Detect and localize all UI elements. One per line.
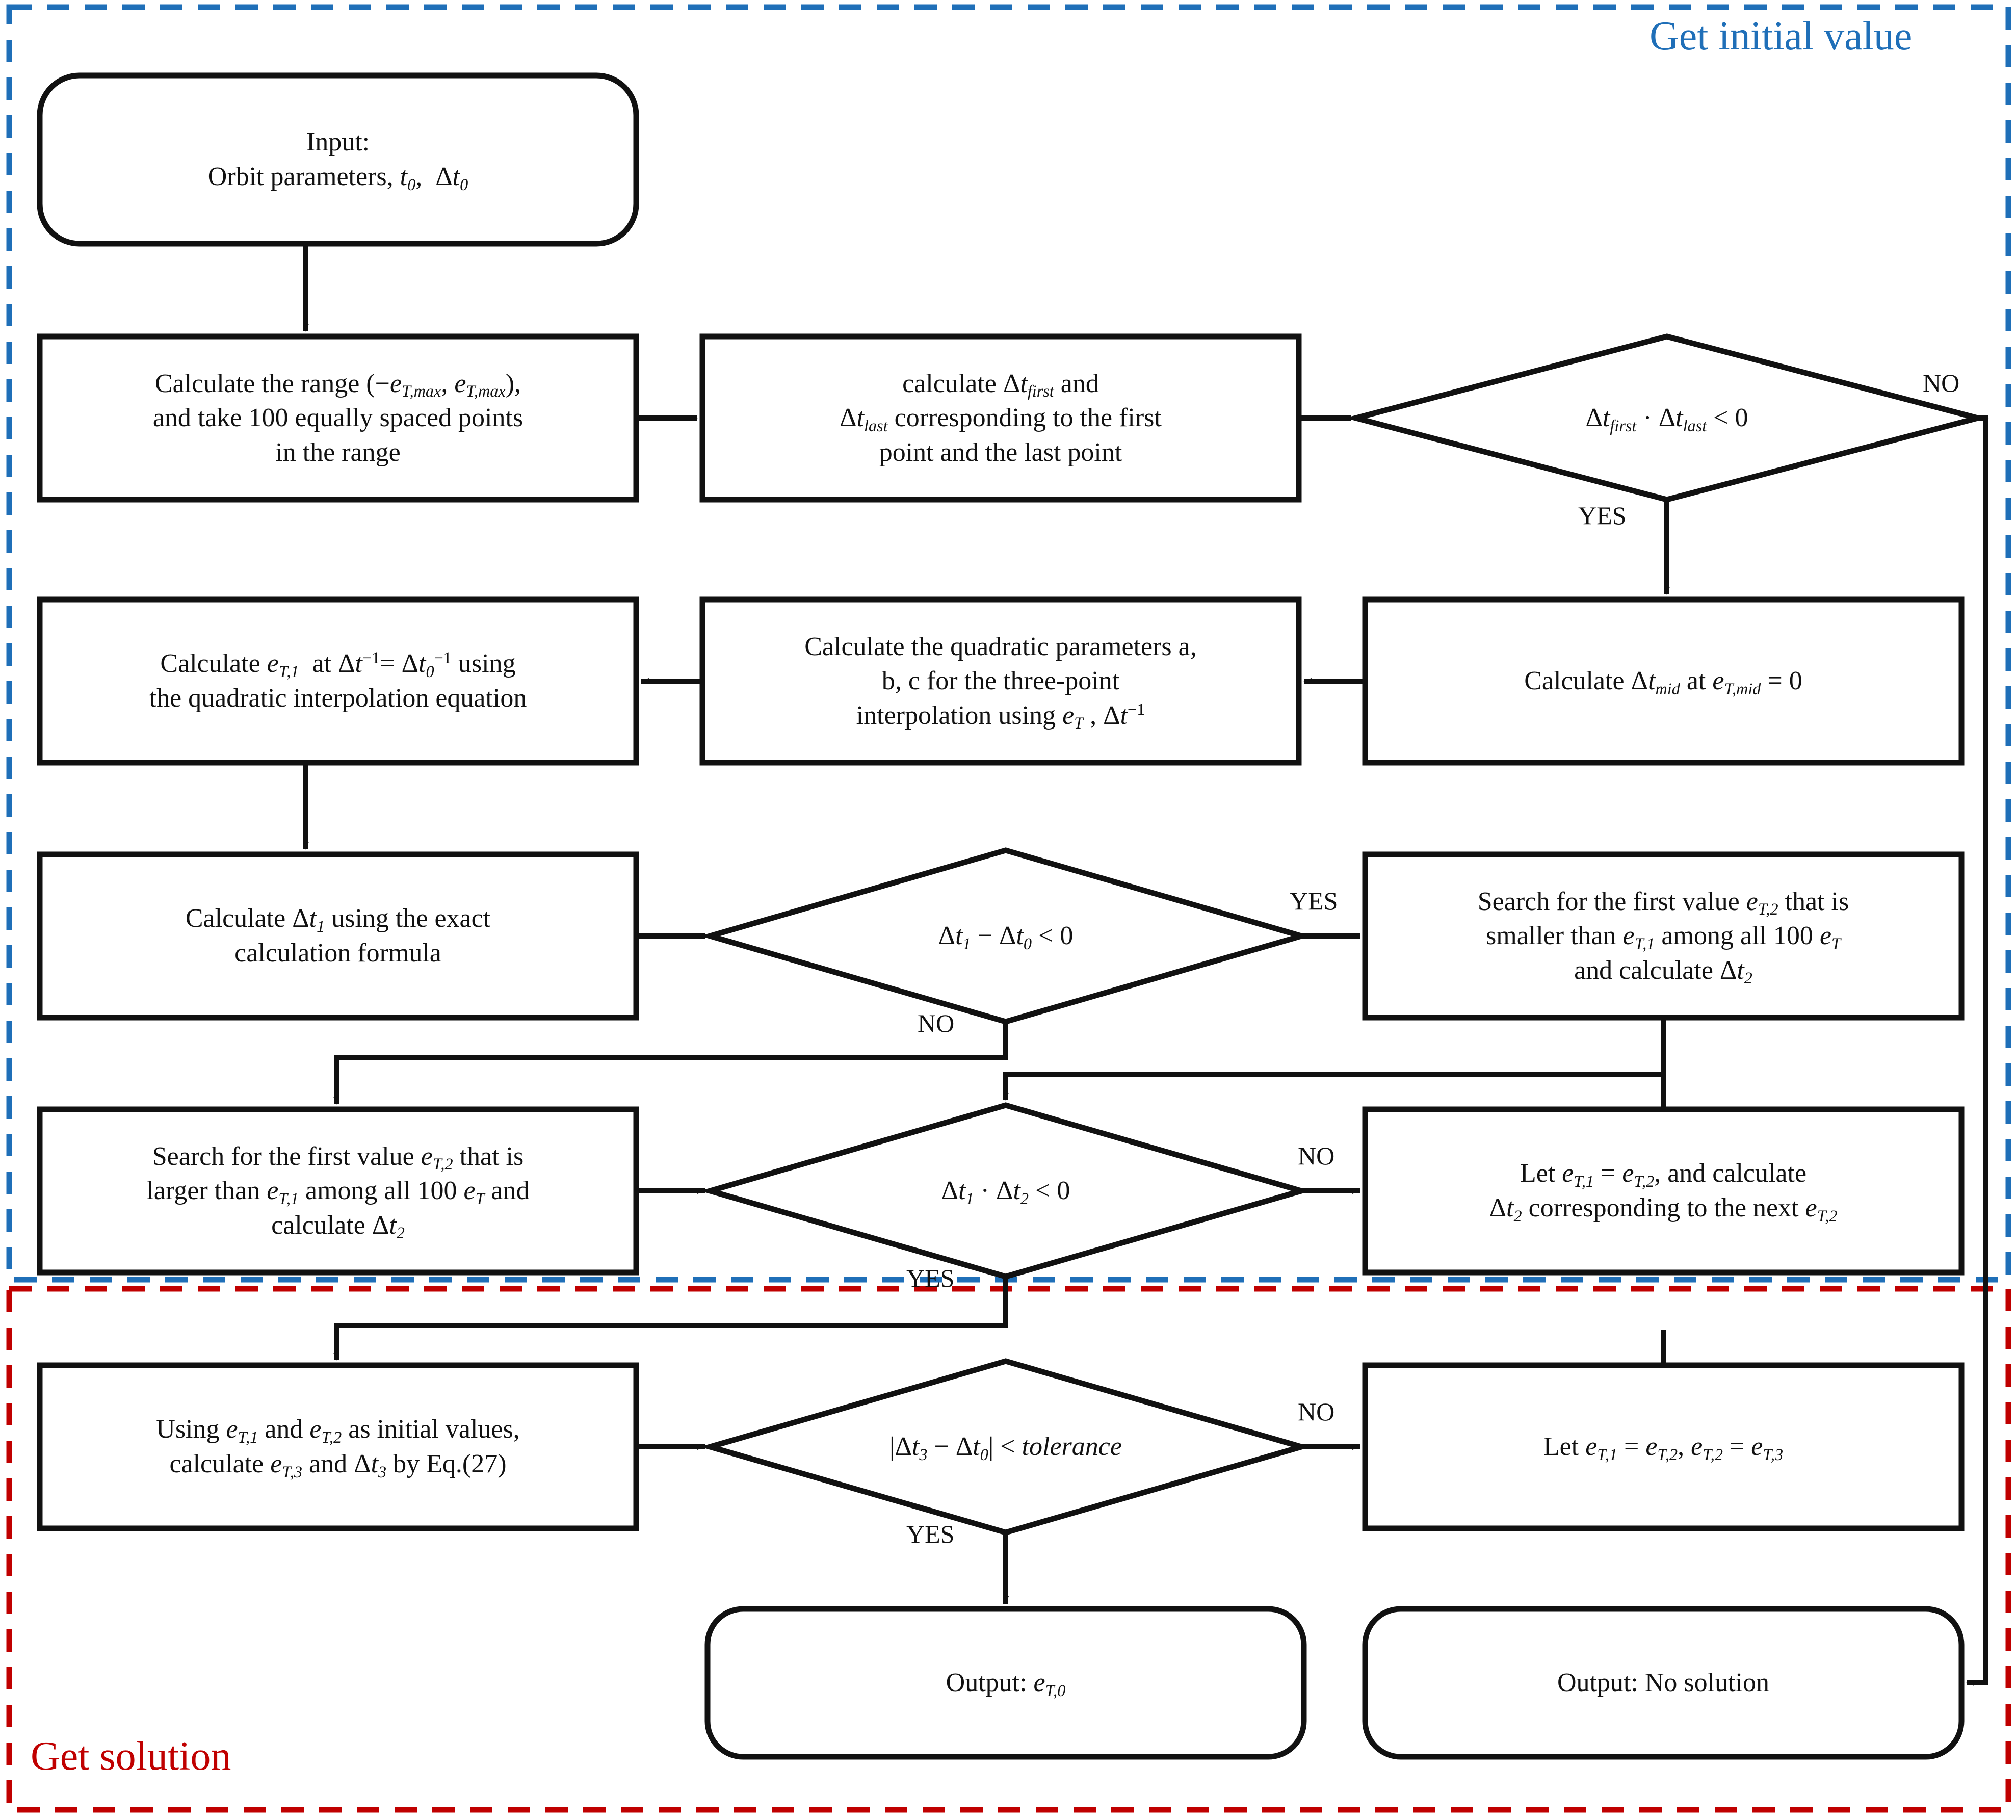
node-search-smaller[interactable] — [1362, 851, 1965, 1021]
node-calc-abc[interactable] — [699, 596, 1302, 766]
node-calc-et1[interactable] — [37, 596, 639, 766]
zone-get-initial-value — [6, 4, 2011, 1283]
edge-label-first-last-yes: YES — [1578, 501, 1627, 530]
node-dec-dt1-dt0[interactable] — [700, 847, 1312, 1025]
zone-get-solution — [6, 1286, 2011, 1813]
node-output-et0[interactable] — [704, 1606, 1307, 1760]
node-dec-dt1dt2[interactable] — [700, 1102, 1312, 1280]
node-let-next[interactable] — [1362, 1106, 1965, 1276]
edge-label-dt1dt0-no: NO — [918, 1009, 955, 1037]
edge-label-dt1dt0-yes: YES — [1290, 887, 1338, 915]
node-input[interactable] — [37, 72, 639, 247]
edge-dt1dt2-yes-to-calc-et3 — [333, 1277, 1008, 1361]
edge-label-first-last-no: NO — [1923, 369, 1960, 397]
node-dec-tolerance[interactable] — [700, 1358, 1312, 1536]
zone-label-get-solution: Get solution — [31, 1734, 231, 1779]
edge-label-tolerance-yes: YES — [906, 1520, 955, 1548]
edge-label-dt1dt2-no: NO — [1298, 1141, 1335, 1170]
node-calc-dt1[interactable] — [37, 851, 639, 1021]
edge-dt1dt0-no-to-search-larger — [333, 1022, 1008, 1105]
node-let-shift[interactable] — [1362, 1362, 1965, 1531]
edge-search-smaller-to-dec-dt1dt2 — [1003, 1018, 1666, 1101]
node-search-larger[interactable] — [37, 1106, 639, 1276]
node-output-no-solution[interactable] — [1362, 1606, 1965, 1760]
edge-decision-no-to-output-no-solution — [1966, 415, 1988, 1686]
node-calc-mid[interactable] — [1362, 596, 1965, 766]
node-dec-first-last[interactable] — [1345, 333, 1989, 503]
node-calc-et3[interactable] — [37, 1362, 639, 1531]
node-calc-range[interactable] — [37, 333, 639, 503]
zone-label-get-initial-value: Get initial value — [1650, 14, 1913, 59]
edge-label-tolerance-no: NO — [1298, 1397, 1335, 1426]
node-calc-first-last[interactable] — [699, 333, 1302, 503]
edge-label-dt1dt2-yes: YES — [906, 1264, 955, 1292]
